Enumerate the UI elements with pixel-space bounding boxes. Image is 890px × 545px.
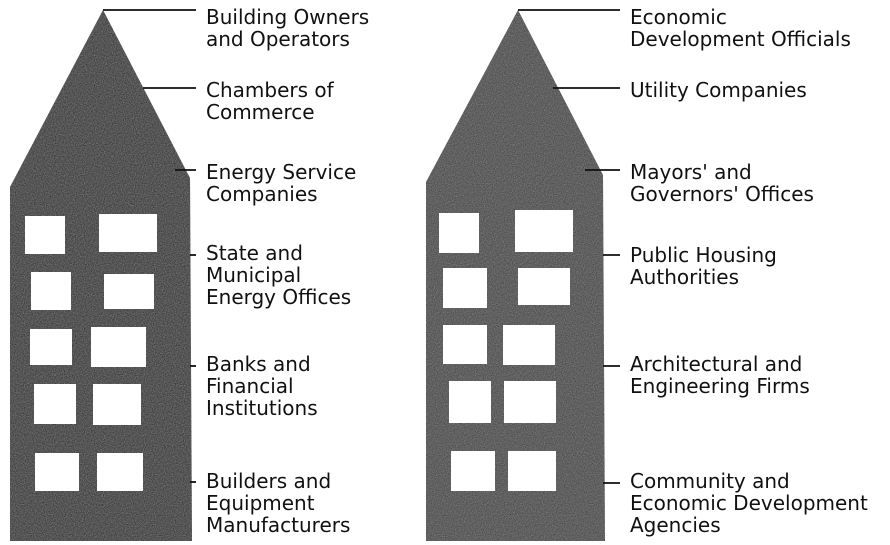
right-building-window — [515, 210, 573, 252]
right-building-window — [503, 325, 555, 365]
right-building-window — [443, 325, 487, 364]
left-building-window — [97, 453, 143, 491]
left-building-window — [25, 216, 65, 254]
right-building-window — [439, 213, 479, 253]
right-leader-lines — [518, 9, 620, 484]
label-energy-service: Energy Service Companies — [206, 160, 357, 206]
left-building-window — [31, 272, 71, 310]
left-building-window — [93, 384, 141, 425]
right-building-window — [449, 381, 491, 423]
label-building-owners: Building Owners and Operators — [206, 5, 370, 51]
left-leader-lines — [103, 9, 196, 483]
label-builders-equipment: Builders and Equipment Manufacturers — [206, 469, 351, 537]
left-building-window — [99, 214, 157, 252]
right-building-window — [508, 451, 556, 491]
label-state-municipal-energy: State and Municipal Energy Offices — [206, 241, 352, 309]
left-building-window — [30, 329, 72, 365]
left-building-window — [34, 384, 76, 424]
label-community-economic: Community and Economic Development Agenc… — [630, 469, 868, 537]
right-building-window — [518, 268, 570, 305]
label-banks-financial: Banks and Financial Institutions — [206, 352, 318, 420]
label-mayors-governors: Mayors' and Governors' Offices — [630, 160, 814, 206]
right-building-window — [443, 268, 487, 308]
right-building-window — [451, 451, 495, 491]
left-building-window — [104, 274, 154, 309]
label-public-housing: Public Housing Authorities — [630, 243, 777, 289]
label-chambers-of-commerce: Chambers of Commerce — [206, 78, 334, 124]
right-building-window — [504, 381, 556, 423]
label-architectural-engineering: Architectural and Engineering Firms — [630, 352, 810, 398]
left-building-window — [91, 327, 146, 367]
right-building — [426, 10, 605, 541]
left-building — [10, 10, 192, 541]
label-economic-development-officials: Economic Development Officials — [630, 5, 851, 51]
label-utility-companies: Utility Companies — [630, 78, 807, 102]
left-building-window — [35, 453, 79, 491]
